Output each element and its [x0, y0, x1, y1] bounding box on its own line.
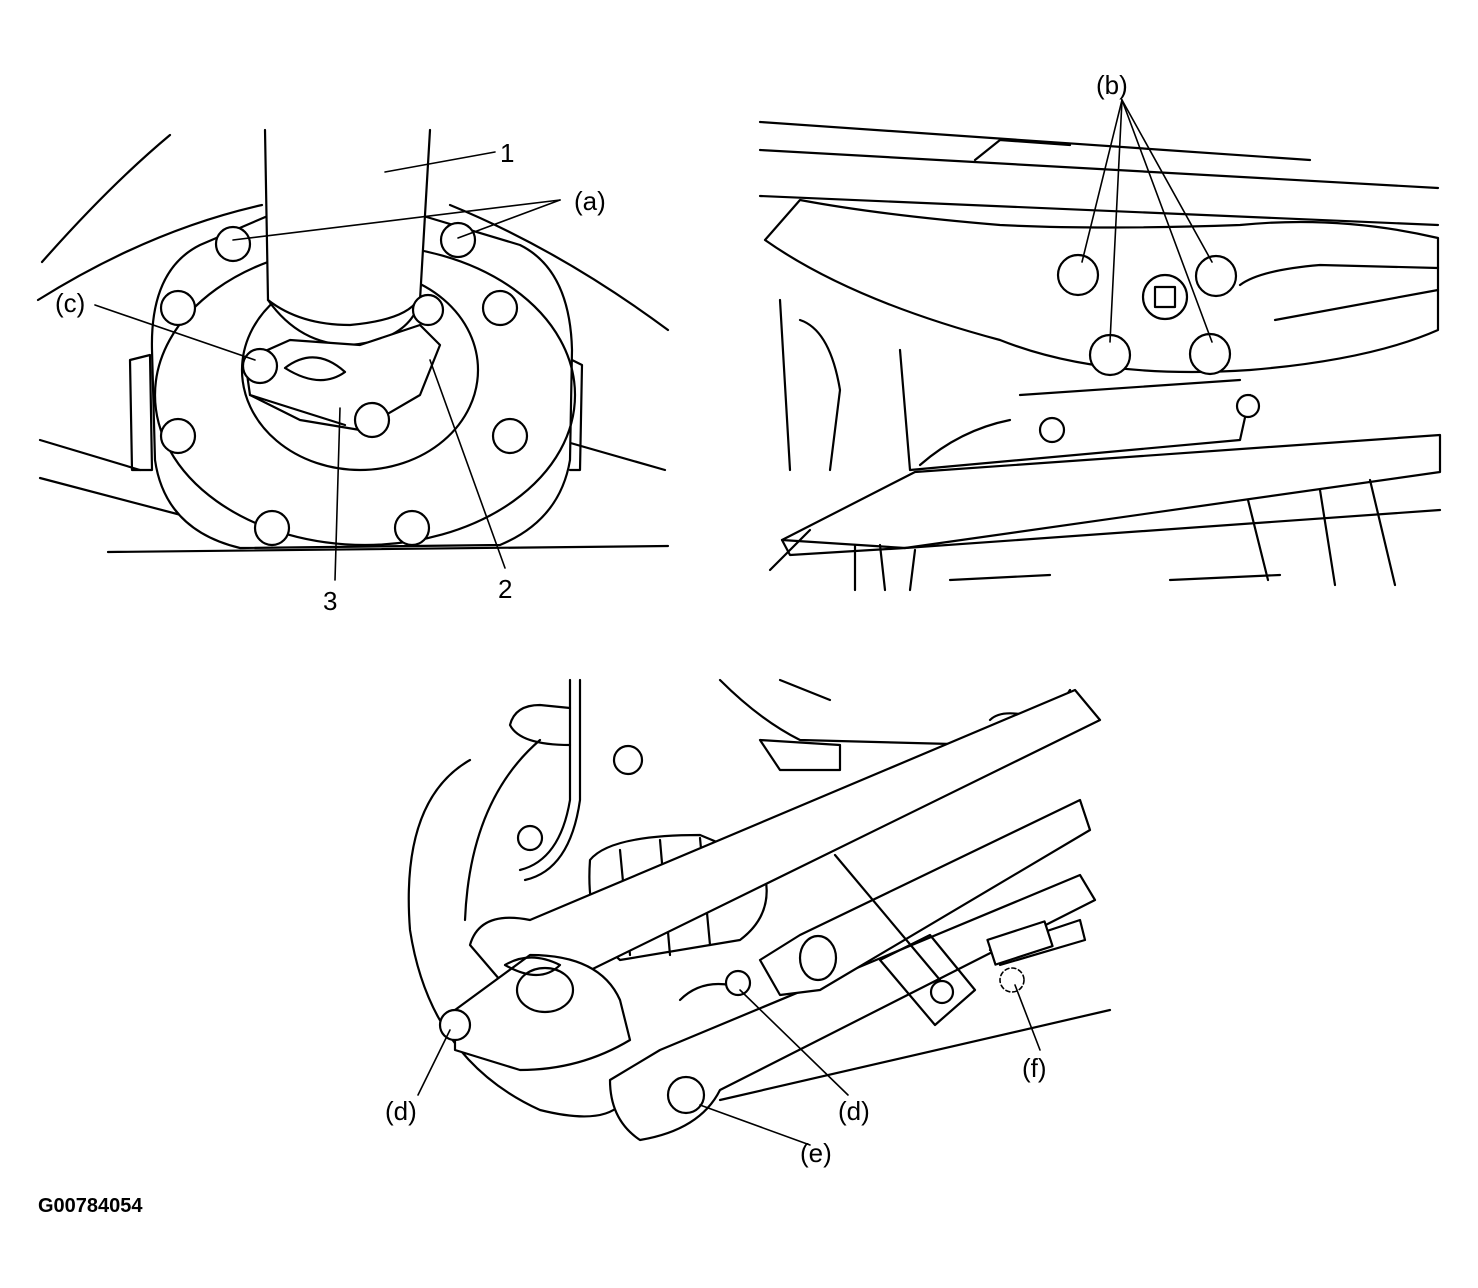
label-d-right: (d) — [838, 1096, 870, 1126]
panel-housing-bolts — [758, 99, 1442, 592]
label-e: (e) — [800, 1138, 832, 1168]
label-f: (f) — [1022, 1053, 1047, 1083]
label-a: (a) — [574, 186, 606, 216]
housing-bolts — [1056, 253, 1238, 377]
label-b: (b) — [1096, 70, 1128, 100]
label-item-1: 1 — [500, 138, 515, 168]
flange-bolts — [159, 221, 529, 547]
figure-code: G00784054 — [38, 1195, 143, 1217]
label-item-3: 3 — [323, 586, 338, 616]
link-bolts — [438, 969, 752, 1115]
label-c: (c) — [55, 288, 86, 318]
label-item-2: 2 — [498, 574, 513, 604]
panel-differential-flange — [36, 128, 670, 581]
label-d-left: (d) — [385, 1096, 417, 1126]
panel-suspension-links — [407, 678, 1112, 1146]
